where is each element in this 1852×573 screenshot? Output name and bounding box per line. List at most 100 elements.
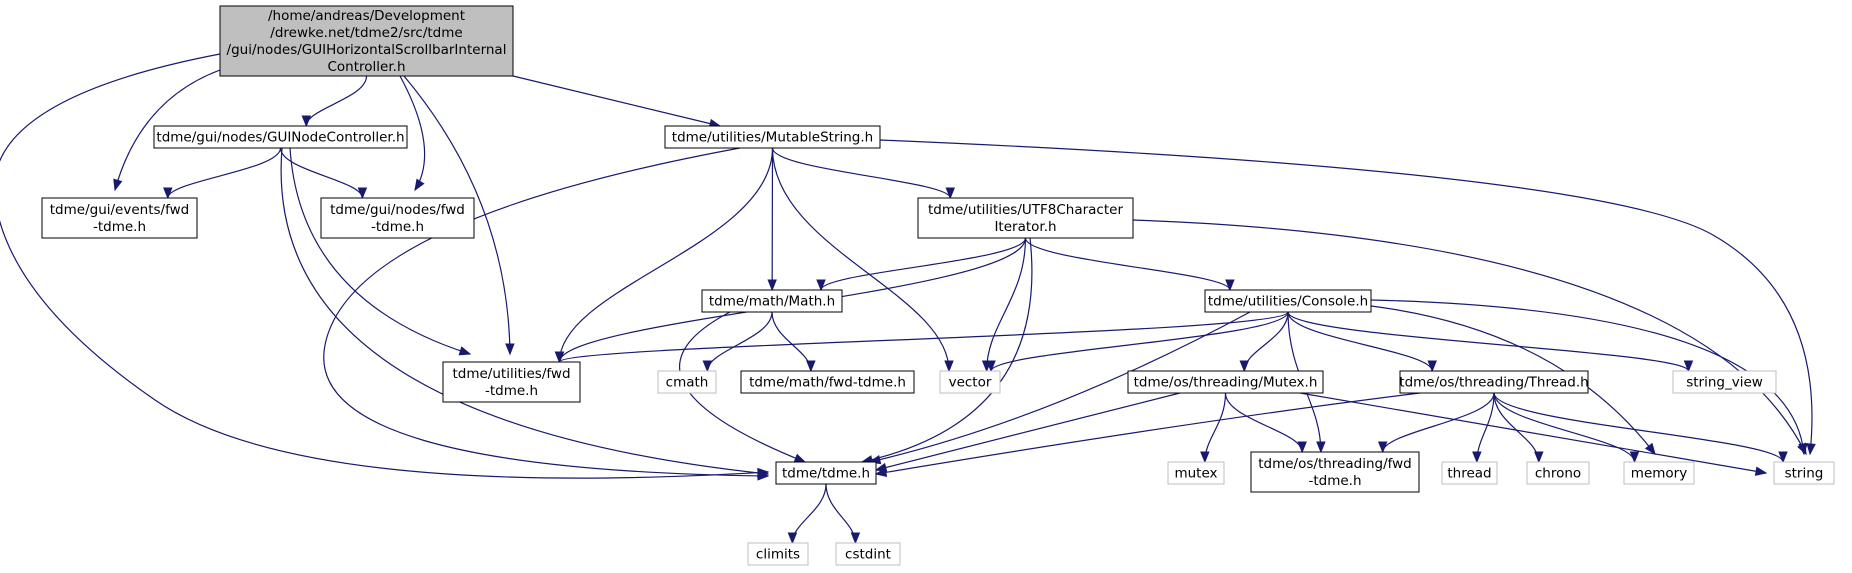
node-label: tdme/utilities/MutableString.h xyxy=(672,130,873,146)
node-utilities_fwd[interactable]: tdme/utilities/fwd-tdme.h xyxy=(442,361,581,403)
node-box xyxy=(41,197,198,239)
node-box xyxy=(219,5,514,77)
edge-line xyxy=(1493,392,1784,463)
node-memory: memory xyxy=(1623,461,1695,485)
arrow-head xyxy=(113,178,123,192)
node-mutablestring[interactable]: tdme/utilities/MutableString.h xyxy=(664,125,881,149)
edge-console-to-memory xyxy=(1370,305,1656,456)
arrow-head xyxy=(1644,442,1656,456)
arrow-head xyxy=(414,178,425,192)
edge-line xyxy=(167,147,282,199)
arrow-head xyxy=(1200,451,1210,464)
edge-line xyxy=(879,139,1813,455)
edge-line xyxy=(771,311,812,372)
node-box xyxy=(747,542,809,566)
node-box xyxy=(1441,461,1498,485)
node-events_fwd[interactable]: tdme/gui/events/fwd-tdme.h xyxy=(41,197,198,239)
arrow-head xyxy=(757,471,770,481)
node-box xyxy=(835,542,901,566)
graph-edges xyxy=(0,53,1816,545)
arrow-head xyxy=(806,360,816,373)
arrow-head xyxy=(702,360,713,373)
arrow-head xyxy=(505,343,515,356)
node-box xyxy=(1250,451,1420,493)
edge-line xyxy=(1287,311,1690,372)
node-label: tdme/gui/nodes/fwd xyxy=(330,202,465,218)
edge-line xyxy=(558,311,1289,363)
edge-console-to-string_view xyxy=(1287,311,1694,373)
node-string: string xyxy=(1773,461,1835,485)
arrow-head xyxy=(458,346,472,356)
node-box xyxy=(701,289,843,313)
arrow-head xyxy=(850,532,861,545)
node-tdme_h[interactable]: tdme/tdme.h xyxy=(775,461,877,485)
node-chrono: chrono xyxy=(1526,461,1590,485)
node-box xyxy=(939,370,1001,394)
node-vector: vector xyxy=(939,370,1001,394)
edge-thread_h-to-chrono xyxy=(1493,392,1544,464)
edge-mutex_h-to-threading_fwd xyxy=(1224,392,1307,454)
node-label: Iterator.h xyxy=(994,219,1056,235)
node-box xyxy=(1399,370,1589,394)
edge-thread_h-to-string xyxy=(1493,392,1788,464)
edge-thread_h-to-thread xyxy=(1472,392,1495,464)
node-label: mutex xyxy=(1174,466,1217,482)
node-box xyxy=(1672,370,1777,394)
edge-mutablestring-to-vector xyxy=(771,147,954,373)
node-label: tdme/gui/events/fwd xyxy=(50,202,189,218)
edge-mutablestring-to-math xyxy=(767,147,777,292)
node-label: tdme/os/threading/fwd xyxy=(1258,456,1412,472)
node-label: cmath xyxy=(666,375,709,391)
edge-mutablestring-to-tdme_h xyxy=(323,147,770,481)
edge-line xyxy=(986,237,1027,372)
arrow-head xyxy=(1427,360,1437,373)
edge-line xyxy=(825,483,856,544)
node-box xyxy=(917,197,1134,239)
node-root[interactable]: /home/andreas/Development/drewke.net/tdm… xyxy=(219,5,514,77)
arrow-head xyxy=(1754,466,1768,476)
graph-nodes: /home/andreas/Development/drewke.net/tdm… xyxy=(41,5,1835,566)
edge-line xyxy=(280,147,769,475)
edge-line xyxy=(869,311,1251,463)
node-label: /gui/nodes/GUIHorizontalScrollbarInterna… xyxy=(227,42,507,58)
node-label: string xyxy=(1785,466,1824,482)
arrow-head xyxy=(944,360,954,373)
node-label: climits xyxy=(756,547,800,563)
node-console[interactable]: tdme/utilities/Console.h xyxy=(1204,289,1372,313)
node-math_fwd[interactable]: tdme/math/fwd-tdme.h xyxy=(740,370,915,394)
edge-line xyxy=(403,75,511,355)
node-label: tdme/os/threading/Mutex.h xyxy=(1134,375,1318,391)
edge-line xyxy=(289,147,471,355)
node-label: tdme/os/threading/Thread.h xyxy=(1399,375,1588,391)
arrow-head xyxy=(554,351,565,364)
edge-line xyxy=(1287,311,1433,372)
arrow-head xyxy=(874,467,888,477)
node-nodes_fwd[interactable]: tdme/gui/nodes/fwd-tdme.h xyxy=(320,197,475,239)
edge-thread_h-to-threading_fwd xyxy=(1377,392,1495,454)
arrow-head xyxy=(1377,441,1388,454)
arrow-head xyxy=(767,279,777,292)
node-math[interactable]: tdme/math/Math.h xyxy=(701,289,843,313)
node-label: /home/andreas/Development xyxy=(268,8,465,24)
node-box xyxy=(775,461,877,485)
arrow-head xyxy=(1778,451,1788,464)
node-box xyxy=(153,125,408,149)
edge-console-to-thread_h xyxy=(1287,311,1437,373)
node-label: vector xyxy=(949,375,992,391)
node-box xyxy=(1773,461,1835,485)
node-thread_h[interactable]: tdme/os/threading/Thread.h xyxy=(1399,370,1589,394)
node-label: -tdme.h xyxy=(371,219,424,235)
edge-line xyxy=(1370,299,1805,455)
node-threading_fwd[interactable]: tdme/os/threading/fwd-tdme.h xyxy=(1250,451,1420,493)
edge-tdme_h-to-climits xyxy=(787,483,827,545)
node-mutex_h[interactable]: tdme/os/threading/Mutex.h xyxy=(1127,370,1324,394)
edge-line xyxy=(820,237,1027,291)
arrow-head xyxy=(1239,360,1249,373)
node-label: -tdme.h xyxy=(485,383,538,399)
edge-line xyxy=(0,53,769,479)
node-guinodecontroller[interactable]: tdme/gui/nodes/GUINodeController.h xyxy=(153,125,408,149)
node-box xyxy=(320,197,475,239)
node-label: tdme/gui/nodes/GUINodeController.h xyxy=(156,130,404,146)
arrow-head xyxy=(1297,441,1307,454)
